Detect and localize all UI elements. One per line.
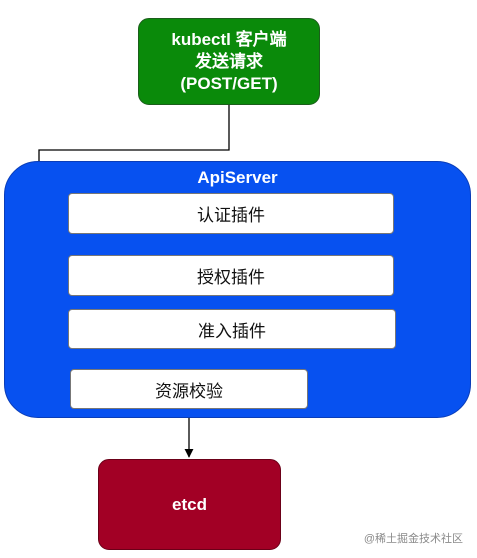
kubectl-client-node: kubectl 客户端 发送请求 (POST/GET) [138, 18, 320, 105]
authentication-plugin-label: 认证插件 [197, 206, 265, 225]
authorization-plugin-box: 授权插件 [68, 255, 394, 296]
authentication-plugin-box: 认证插件 [68, 193, 394, 234]
resource-validation-box: 资源校验 [70, 369, 308, 409]
admission-plugin-box: 准入插件 [68, 309, 396, 349]
client-label-line-3: (POST/GET) [180, 73, 278, 93]
authorization-plugin-label: 授权插件 [197, 268, 265, 287]
apiserver-title: ApiServer [197, 168, 278, 187]
admission-plugin-label: 准入插件 [198, 321, 266, 341]
client-label-line-1: kubectl 客户端 [171, 29, 287, 49]
resource-validation-label: 资源校验 [155, 381, 223, 401]
etcd-label: etcd [172, 494, 207, 514]
client-label-line-2: 发送请求 [195, 51, 263, 71]
etcd-node: etcd [98, 459, 281, 550]
watermark: @稀土掘金技术社区 [363, 533, 463, 545]
